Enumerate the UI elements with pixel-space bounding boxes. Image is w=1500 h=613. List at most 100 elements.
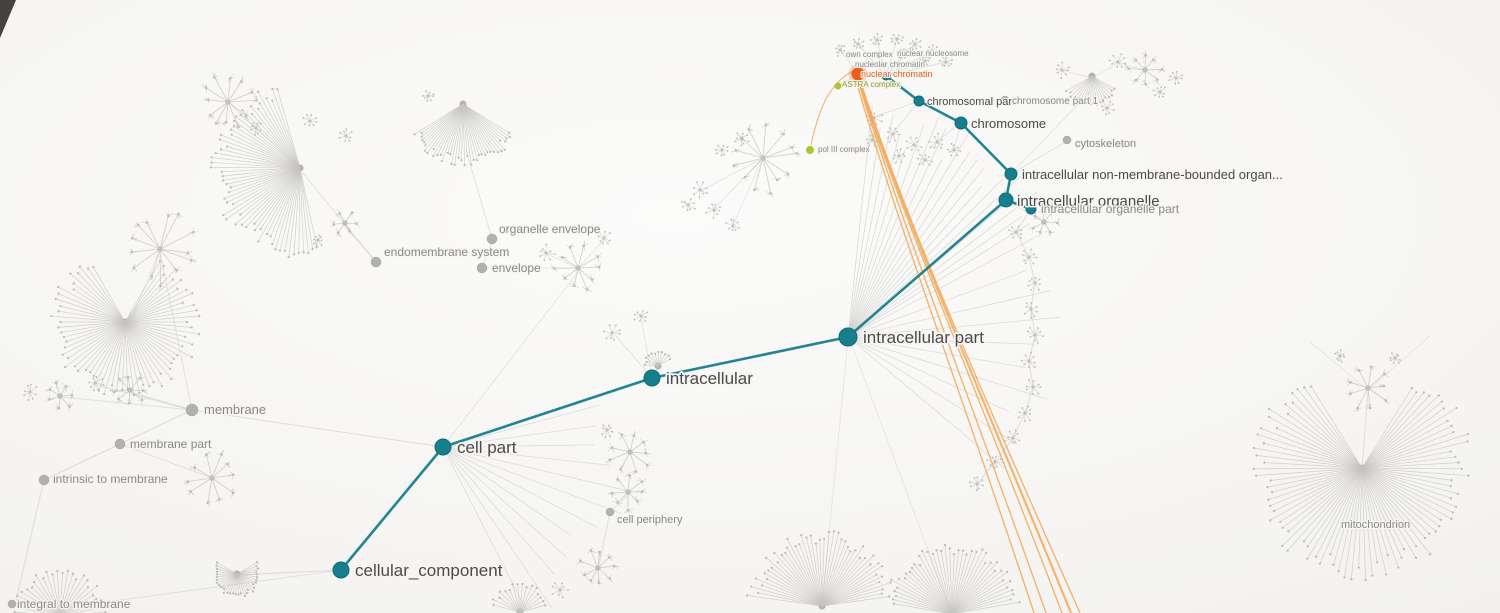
cluster-dot bbox=[230, 133, 233, 136]
label-chromosomal-part[interactable]: chromosomal part bbox=[926, 95, 1016, 109]
cluster-dot bbox=[278, 249, 282, 252]
node-integral-to-membrane[interactable] bbox=[7, 599, 17, 609]
cluster-dot bbox=[904, 572, 907, 575]
burst-cluster bbox=[1101, 100, 1115, 116]
label-intrinsic-to-membrane[interactable]: intrinsic to membrane bbox=[52, 471, 169, 487]
label-nuclear-nucleosome[interactable]: nuclear nucleosome bbox=[896, 48, 970, 59]
label-endomembrane-system[interactable]: endomembrane system bbox=[383, 244, 511, 260]
cluster-line bbox=[1272, 467, 1363, 493]
label-intracellular-non-membrane-bounded-organelle[interactable]: intracellular non-membrane-bounded organ… bbox=[1021, 166, 1284, 184]
node-membrane[interactable] bbox=[185, 403, 199, 417]
node-intracellular-part[interactable] bbox=[838, 327, 858, 347]
cluster-dot bbox=[35, 385, 38, 388]
cluster-dot bbox=[432, 95, 435, 98]
cluster-dot bbox=[216, 567, 219, 570]
cluster-line bbox=[462, 103, 482, 155]
cluster-line bbox=[68, 406, 70, 412]
node-envelope[interactable] bbox=[476, 262, 488, 274]
graph-edge bbox=[885, 61, 947, 77]
label-cytoskeleton[interactable]: cytoskeleton bbox=[1074, 137, 1137, 151]
cluster-line bbox=[821, 574, 877, 607]
cluster-line bbox=[462, 103, 511, 138]
node-cytoskeleton[interactable] bbox=[1062, 135, 1072, 145]
cluster-line bbox=[271, 100, 301, 169]
label-chromosome-part-1[interactable]: chromosome part 1 bbox=[1011, 95, 1100, 108]
node-intracellular[interactable] bbox=[643, 369, 661, 387]
cluster-dot bbox=[560, 582, 563, 585]
label-mitochondrion[interactable]: mitochondrion bbox=[1340, 518, 1411, 532]
cluster-line bbox=[505, 591, 521, 613]
label-integral-to-membrane[interactable]: integral to membrane bbox=[16, 596, 132, 612]
cluster-line bbox=[748, 129, 753, 132]
label-astra-complex[interactable]: ASTRA complex bbox=[841, 79, 901, 90]
cluster-line bbox=[1264, 462, 1363, 469]
node-intrinsic-to-membrane[interactable] bbox=[38, 474, 50, 486]
label-chromosome[interactable]: chromosome bbox=[970, 115, 1048, 133]
label-intracellular-organelle[interactable]: intracellular organelle bbox=[1016, 192, 1162, 212]
cluster-dot bbox=[970, 549, 974, 553]
cluster-line bbox=[127, 402, 130, 406]
node-membrane-part[interactable] bbox=[114, 438, 126, 450]
graph-edge bbox=[640, 317, 653, 379]
cluster-dot bbox=[853, 45, 856, 47]
label-cell-part[interactable]: cell part bbox=[455, 436, 518, 458]
node-intracellular-organelle[interactable] bbox=[998, 192, 1014, 208]
node-chromosome[interactable] bbox=[954, 116, 968, 130]
cluster-dot bbox=[714, 204, 717, 206]
cluster-line bbox=[254, 167, 301, 225]
node-chromosome-part-1[interactable] bbox=[1000, 95, 1010, 105]
node-endomembrane-system[interactable] bbox=[370, 256, 382, 268]
cluster-line bbox=[1361, 467, 1437, 532]
cluster-line bbox=[1051, 209, 1054, 213]
cluster-line bbox=[1309, 385, 1313, 388]
node-cell-part[interactable] bbox=[434, 438, 452, 456]
cluster-line bbox=[1174, 77, 1177, 84]
cluster-line bbox=[232, 124, 236, 128]
cluster-line bbox=[793, 152, 797, 154]
cluster-dot bbox=[984, 561, 987, 565]
node-intracellular-organelle-part-node[interactable] bbox=[1025, 203, 1037, 215]
label-intracellular-part[interactable]: intracellular part bbox=[861, 326, 986, 348]
cluster-line bbox=[462, 103, 468, 157]
label-organelle-envelope[interactable]: organelle envelope bbox=[498, 221, 602, 237]
cluster-dot bbox=[1039, 331, 1042, 333]
burst-cluster bbox=[705, 203, 722, 219]
node-nuclear-chromatin[interactable] bbox=[851, 67, 865, 81]
cluster-line bbox=[1354, 408, 1358, 413]
label-intracellular[interactable]: intracellular bbox=[664, 367, 755, 389]
cluster-line bbox=[569, 245, 575, 248]
cluster-dot bbox=[1036, 311, 1038, 313]
cluster-line bbox=[214, 77, 229, 103]
node-cell-periphery[interactable] bbox=[605, 507, 615, 517]
node-cellular-component[interactable] bbox=[332, 561, 350, 579]
graph-edge bbox=[344, 225, 377, 263]
label-cellular-component[interactable]: cellular_component bbox=[353, 559, 504, 581]
node-nucleosome-hub[interactable] bbox=[881, 71, 891, 81]
label-nucleolar-chromatin[interactable]: nucleolar chromatin bbox=[854, 59, 926, 70]
cluster-line bbox=[72, 607, 100, 613]
label-envelope[interactable]: envelope bbox=[491, 260, 542, 276]
label-membrane[interactable]: membrane bbox=[203, 401, 268, 419]
label-cell-periphery[interactable]: cell periphery bbox=[616, 513, 684, 527]
node-green-term[interactable] bbox=[806, 146, 814, 154]
node-green-term[interactable] bbox=[834, 82, 842, 90]
burst-cluster bbox=[539, 243, 556, 262]
cluster-line bbox=[1057, 222, 1059, 226]
label-nuclear-chromatin[interactable]: nuclear chromatin bbox=[860, 68, 934, 80]
label-pol-iii-complex[interactable]: pol III complex bbox=[817, 144, 871, 155]
label-intracellular-organelle-part[interactable]: intracellular organelle part bbox=[1040, 201, 1181, 217]
label-membrane-part[interactable]: membrane part bbox=[129, 436, 213, 452]
cluster-line bbox=[207, 115, 211, 120]
label-own-complex[interactable]: own complex bbox=[845, 49, 894, 60]
node-chromosomal-part[interactable] bbox=[913, 95, 925, 107]
cluster-line bbox=[70, 395, 73, 400]
cluster-line bbox=[559, 583, 563, 591]
cluster-dot bbox=[539, 596, 542, 599]
cluster-line bbox=[1150, 59, 1154, 62]
node-organelle-envelope[interactable] bbox=[486, 233, 498, 245]
cluster-dot bbox=[1111, 63, 1114, 65]
cluster-line bbox=[191, 259, 197, 261]
node-intracellular-non-membrane-bounded-organelle[interactable] bbox=[1004, 167, 1018, 181]
